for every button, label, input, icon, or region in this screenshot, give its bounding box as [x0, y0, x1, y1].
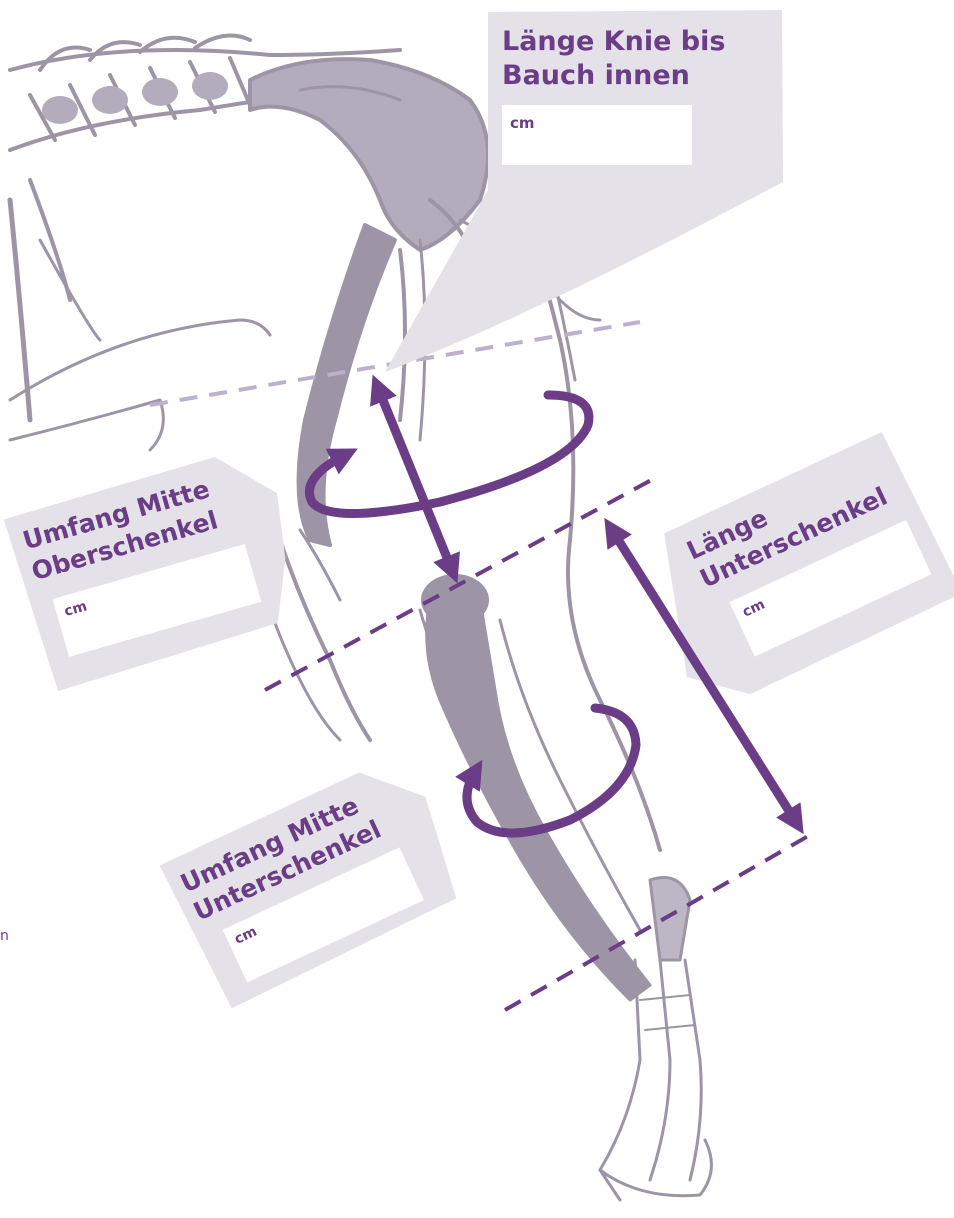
stray-character: n — [0, 928, 9, 944]
callout-lower-leg-circumference: Umfang Mitte Unterschenkel cm — [160, 751, 472, 1010]
callout-lower-leg-length: Länge Unterschenkel cm — [628, 430, 954, 715]
thigh-length-arrow — [378, 388, 452, 570]
tibia — [427, 600, 650, 1000]
thigh-circumference-arrow — [309, 395, 588, 514]
label-line-2: Bauch innen — [502, 60, 690, 91]
knee-to-belly-input[interactable] — [502, 105, 692, 165]
callout-thigh-circumference: Umfang Mitte Oberschenkel cm — [3, 443, 313, 692]
label-line-1: Länge Knie bis — [502, 26, 725, 57]
